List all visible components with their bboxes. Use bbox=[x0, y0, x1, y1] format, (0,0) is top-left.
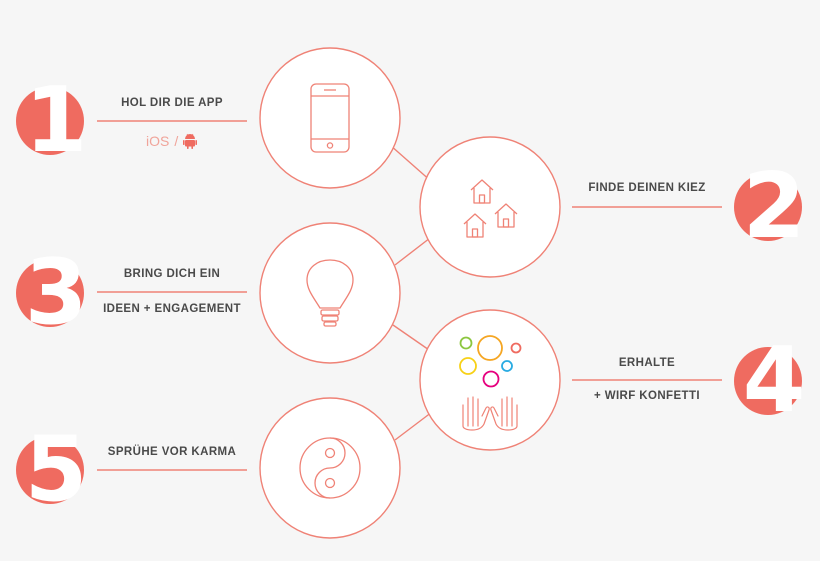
circle-engage bbox=[259, 222, 401, 364]
connectors bbox=[389, 144, 433, 441]
number-discs bbox=[16, 87, 802, 504]
confetti-dot bbox=[459, 336, 473, 350]
circle-kiez bbox=[419, 136, 561, 278]
confetti-dot bbox=[510, 342, 522, 354]
step-4-subtitle: + WIRF KONFETTI bbox=[594, 390, 700, 402]
confetti-dot bbox=[501, 360, 513, 372]
step-1-title: HOL DIR DIE APP bbox=[121, 97, 223, 109]
step-4-disc bbox=[734, 347, 802, 415]
step-2-title: FINDE DEINEN KIEZ bbox=[588, 182, 706, 194]
houses-icon bbox=[463, 179, 518, 238]
platform-row: iOS / bbox=[146, 131, 198, 151]
yin-yang-icon bbox=[299, 437, 361, 499]
confetti-dot bbox=[477, 335, 503, 361]
step-3-number: 3 bbox=[24, 240, 88, 345]
step-3-disc bbox=[16, 259, 84, 327]
label-lines bbox=[97, 120, 722, 471]
smartphone-icon bbox=[310, 83, 350, 153]
step-3-title: BRING DICH EIN bbox=[123, 268, 221, 280]
lightbulb-icon bbox=[306, 259, 354, 327]
step-2-disc bbox=[734, 173, 802, 241]
circle-confetti bbox=[419, 309, 561, 451]
step-5-number: 5 bbox=[24, 417, 88, 522]
step-5-title: SPRÜHE VOR KARMA bbox=[107, 446, 237, 458]
circle-app bbox=[259, 47, 401, 189]
step-4-number: 4 bbox=[742, 328, 806, 433]
step-5-disc bbox=[16, 436, 84, 504]
step-1-disc bbox=[16, 87, 84, 155]
confetti-dot bbox=[482, 370, 500, 388]
platform-divider: / bbox=[174, 133, 179, 149]
confetti-dot bbox=[459, 357, 477, 375]
icon-circles bbox=[259, 47, 561, 539]
ios-link[interactable]: iOS bbox=[146, 133, 170, 149]
step-3-subtitle: IDEEN + ENGAGEMENT bbox=[103, 303, 241, 315]
confetti-hands-icon bbox=[459, 335, 522, 431]
step-4-title: ERHALTE bbox=[618, 357, 676, 369]
step-1-number: 1 bbox=[24, 68, 88, 173]
step-2-number: 2 bbox=[742, 154, 806, 259]
android-icon[interactable] bbox=[183, 133, 198, 149]
